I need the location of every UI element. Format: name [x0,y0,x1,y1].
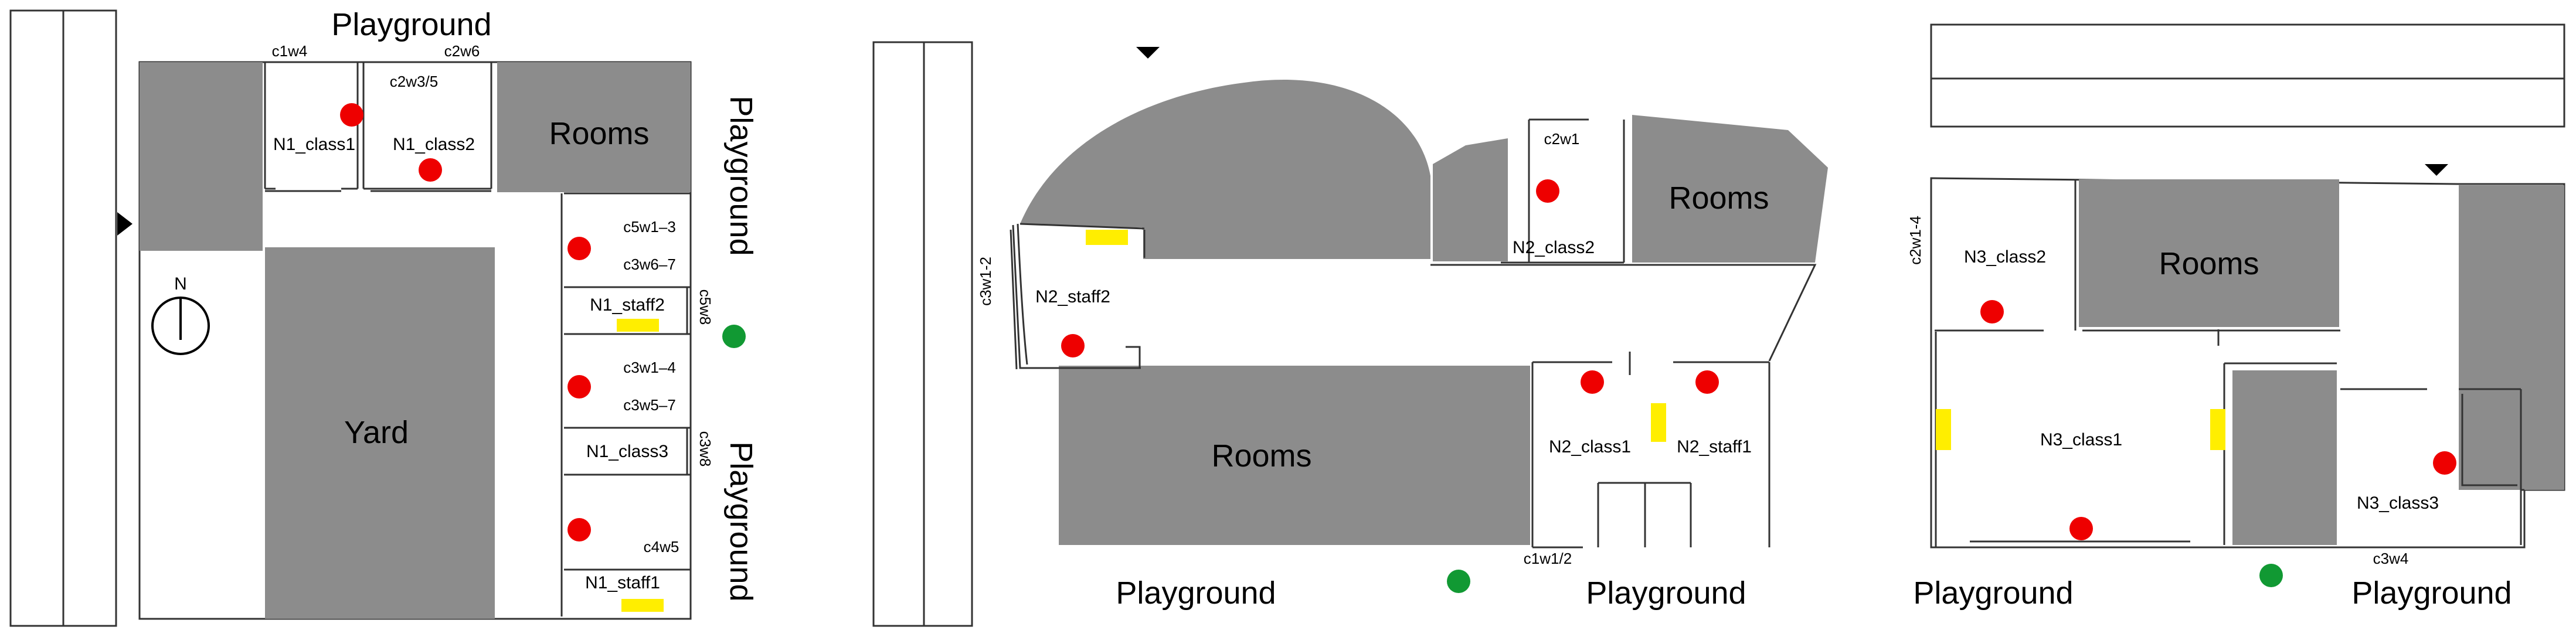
n3-class2-walls [1935,179,2340,332]
label-c1w1-2: c1w1/2 [1524,550,1572,567]
red-marker-n1-class2 [419,158,442,182]
label-playground-right-3: Playground [2351,575,2512,611]
label-n1-class3: N1_class3 [586,442,668,461]
red-marker-n3-class2 [1980,300,2004,323]
green-marker-n1 [722,325,746,348]
block-dome [1020,80,1430,259]
label-n3-class2: N3_class2 [1964,247,2046,267]
label-c5w8: c5w8 [696,289,714,325]
yellow-marker-n3-class1-right [2210,409,2225,450]
label-rooms: Rooms [549,116,649,151]
n2-class1-walls [1531,352,1770,549]
label-c3w8: c3w8 [696,431,714,467]
entrance-arrow-icon [1136,47,1160,59]
label-c3w4: c3w4 [2373,550,2409,567]
label-c3w5-7: c3w5–7 [623,396,676,414]
label-n3-class3: N3_class3 [2357,493,2439,513]
yellow-marker-n2-class1 [1651,403,1666,442]
plan-nursery-2: Rooms Rooms Playground Playground N2_cla… [872,41,1828,627]
label-n3-class1: N3_class1 [2040,430,2122,449]
red-marker-n3-class3 [2433,451,2456,475]
red-marker-n1-c4 [567,518,591,541]
label-c3w6-7: c3w6–7 [623,256,676,273]
yellow-marker-n1-staff2 [617,319,659,332]
red-marker-n3-class1 [2069,517,2093,540]
label-c3w1-2: c3w1-2 [977,257,994,306]
label-playground-right-2: Playground [723,441,759,601]
green-marker-n2 [1447,570,1470,593]
block-rooms-bottom [1059,366,1530,545]
block-south-3 [2232,370,2337,545]
label-playground-right-1: Playground [723,96,759,256]
label-n1-staff1: N1_staff1 [585,573,660,592]
label-c2w3-5: c2w3/5 [390,73,438,90]
block-mid [1433,138,1508,261]
plan-nursery-3: Rooms Playground Playground N3_class2 N3… [1906,23,2565,611]
red-marker-n2-class1 [1581,370,1604,394]
entrance-arrow-icon [117,212,132,236]
n1-class2-walls [362,62,492,192]
label-n2-class1: N2_class1 [1549,437,1631,457]
block-west [140,62,263,251]
red-marker-n1-c3 [567,375,591,398]
label-n2-class2: N2_class2 [1513,238,1595,257]
label-c2w1-4: c2w1-4 [1906,216,1924,265]
label-c5w1-3: c5w1–3 [623,218,676,236]
block-east-3 [2459,185,2564,490]
n2-class2-walls [1501,118,1625,264]
label-playground-right-2: Playground [1586,575,1746,611]
north-label: N [174,274,187,294]
label-rooms-3: Rooms [2159,246,2259,281]
n1-right-rooms-walls [560,192,692,616]
yellow-marker-n2-staff2 [1086,230,1128,245]
n3-class3-walls [2340,388,2524,545]
road-2 [872,41,973,627]
label-playground-left-2: Playground [1116,575,1276,611]
label-c2w6: c2w6 [444,42,480,60]
block-rooms [497,62,691,192]
label-rooms-top: Rooms [1668,180,1769,216]
label-c3w1-4: c3w1–4 [623,359,676,376]
n2-staff2-walls [1010,223,1146,370]
block-yard [265,247,495,619]
entrance-arrow-icon [2425,164,2448,176]
label-n2-staff1: N2_staff1 [1677,437,1752,457]
block-rooms-top [1632,115,1828,263]
label-n1-class1: N1_class1 [273,135,355,154]
label-c1w4: c1w4 [272,42,308,60]
red-marker-n2-class2 [1536,179,1559,203]
label-playground-top: Playground [331,7,491,42]
red-marker-n2-staff2 [1061,334,1085,357]
red-marker-n1-c5 [567,237,591,260]
yellow-marker-n3-class1-left [1936,409,1951,450]
yellow-marker-n1-staff1 [621,599,664,612]
road-3 [1930,23,2565,128]
red-marker-n1-class1 [340,103,363,127]
green-marker-n3 [2259,564,2283,587]
label-playground-left-3: Playground [1913,575,2073,611]
n1-class1-walls [264,62,359,192]
north-arrow-icon: N [151,274,210,355]
label-c2w1: c2w1 [1544,130,1580,148]
plan-nursery-1: N Playground Playground Playground Rooms… [9,7,759,627]
label-n2-staff2: N2_staff2 [1035,287,1110,306]
label-yard: Yard [344,415,409,450]
block-rooms-3 [2079,179,2339,327]
corridor-walls [1012,223,1817,369]
label-n1-class2: N1_class2 [393,135,475,154]
red-marker-n2-staff1 [1695,370,1719,394]
label-n1-staff2: N1_staff2 [590,295,665,315]
label-c4w5: c4w5 [644,538,679,556]
label-rooms-bottom: Rooms [1211,438,1311,474]
